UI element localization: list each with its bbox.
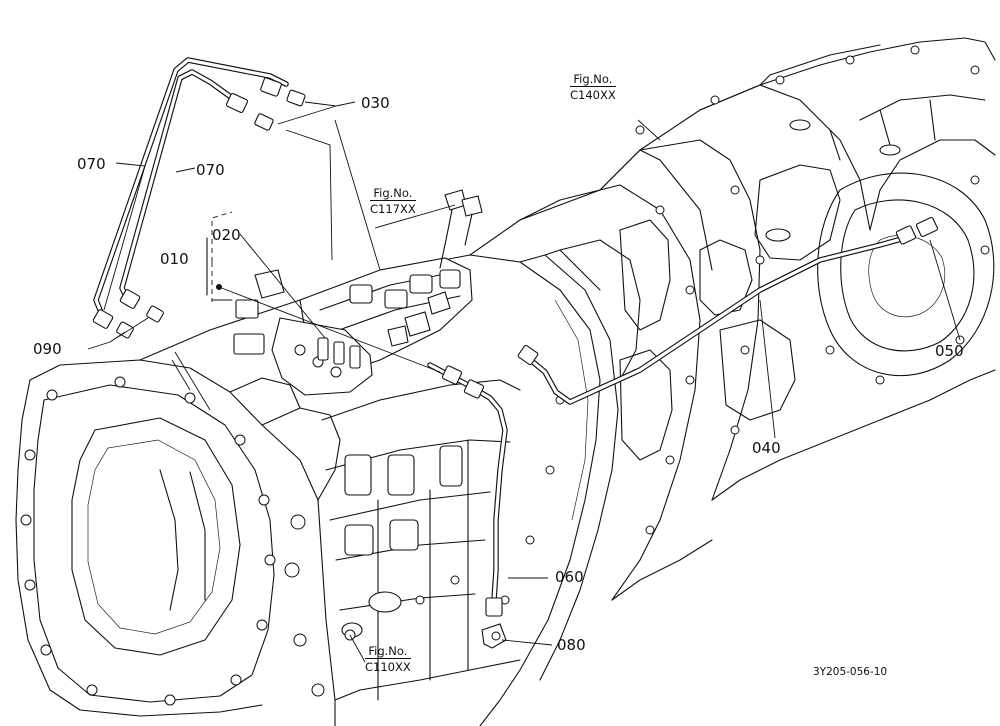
figure-ref-c110[interactable]: Fig.No. C110XX (365, 644, 411, 675)
figure-ref-number: C140XX (570, 86, 616, 103)
figure-ref-number: C110XX (365, 658, 411, 675)
drawing-code: 3Y205-056-10 (813, 666, 888, 678)
mid-housing (139, 249, 619, 726)
figure-ref-number: C117XX (370, 200, 416, 217)
figure-ref-title: Fig.No. (373, 186, 413, 200)
leader-lines (87, 101, 961, 663)
figure-ref-title: Fig.No. (573, 72, 613, 86)
part-label-090: 090 (33, 340, 62, 358)
part-label-040: 040 (752, 439, 781, 457)
figure-ref-c140[interactable]: Fig.No. C140XX (570, 72, 616, 103)
part-label-010: 010 (160, 250, 189, 268)
figure-ref-title: Fig.No. (368, 644, 408, 658)
part-label-060: 060 (555, 568, 584, 586)
hydraulic-pipes (93, 57, 908, 603)
part-label-030: 030 (361, 94, 390, 112)
fittings (92, 77, 939, 649)
valve-assembly (206, 189, 483, 396)
front-housing (15, 359, 341, 726)
figure-ref-c117[interactable]: Fig.No. C117XX (370, 186, 416, 217)
part-label-020: 020 (212, 226, 241, 244)
part-label-050: 050 (935, 342, 964, 360)
part-label-070-inner: 070 (196, 161, 225, 179)
rear-housing (469, 37, 996, 601)
part-label-080: 080 (557, 636, 586, 654)
part-label-070-outer: 070 (77, 155, 106, 173)
